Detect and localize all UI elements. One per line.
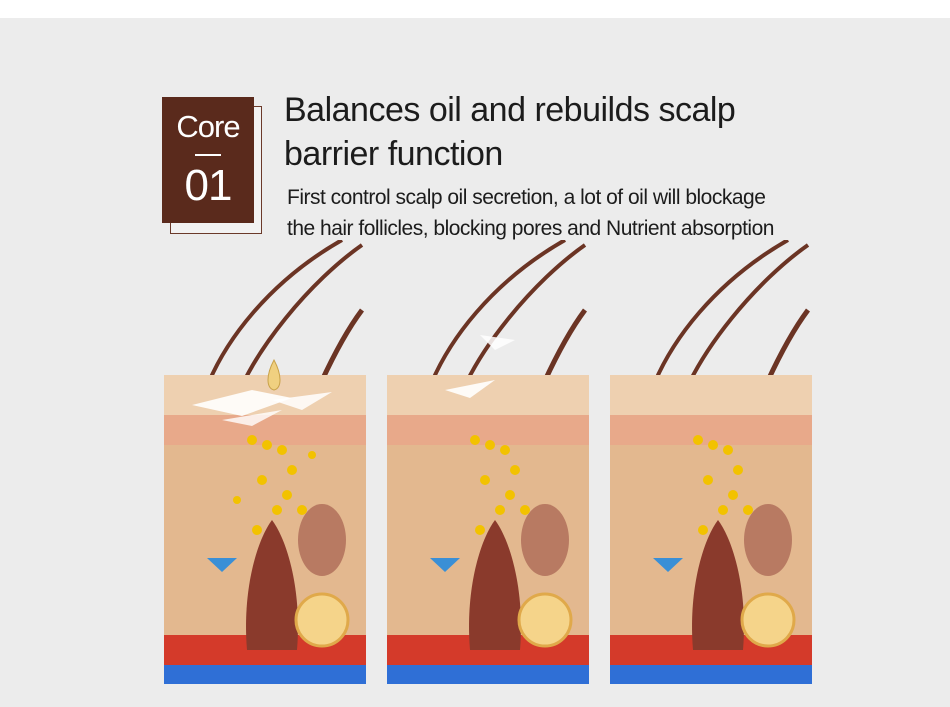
scalp-cross-section-graphic	[164, 240, 366, 684]
description-line-1: First control scalp oil secretion, a lot…	[287, 186, 766, 209]
badge-number: 01	[184, 161, 233, 210]
epidermis-layer	[387, 375, 589, 415]
scalp-cross-section-graphic	[610, 240, 812, 684]
sweat-gland	[517, 592, 573, 648]
scalp-illustration-heavy-oil	[162, 240, 368, 686]
sweat-gland	[294, 592, 350, 648]
hair-follicle	[692, 520, 744, 650]
oil-flake	[480, 335, 515, 350]
oil-flake	[222, 410, 282, 426]
nerve-ending	[653, 558, 683, 572]
description-line-2: the hair follicles, blocking pores and N…	[287, 217, 774, 240]
headline-line-2: barrier function	[284, 135, 503, 173]
core-badge: Core 01	[162, 97, 254, 223]
oil-drop-icon	[267, 358, 281, 391]
epidermis-layer	[610, 375, 812, 415]
dermis-upper-layer	[610, 415, 812, 445]
oil-flake	[272, 392, 332, 410]
sebaceous-gland	[521, 504, 569, 576]
blood-vessel-blue	[164, 665, 366, 684]
headline-line-1: Balances oil and rebuilds scalp	[284, 91, 736, 129]
description: First control scalp oil secretion, a lot…	[287, 182, 887, 244]
sebaceous-gland	[744, 504, 792, 576]
oil-flake	[445, 380, 495, 398]
sebaceous-gland	[298, 504, 346, 576]
sebum-dots	[693, 435, 753, 535]
hair-follicle	[469, 520, 521, 650]
sebum-dots	[470, 435, 530, 535]
headline: Balances oil and rebuilds scalp barrier …	[284, 88, 884, 176]
badge-divider	[195, 154, 221, 156]
dermis-upper-layer	[387, 415, 589, 445]
sweat-gland	[740, 592, 796, 648]
scalp-cross-section-graphic	[387, 240, 589, 684]
blood-vessel-blue	[610, 665, 812, 684]
scalp-illustration-clean	[608, 240, 814, 686]
oil-flake	[192, 390, 292, 416]
blood-vessel-blue	[387, 665, 589, 684]
dermis-upper-layer	[164, 415, 366, 445]
hair-follicle	[246, 520, 298, 650]
scalp-illustration-reduced-oil	[385, 240, 591, 686]
nerve-ending	[430, 558, 460, 572]
badge-word: Core	[176, 109, 240, 144]
sebum-dots	[233, 435, 316, 535]
nerve-ending	[207, 558, 237, 572]
